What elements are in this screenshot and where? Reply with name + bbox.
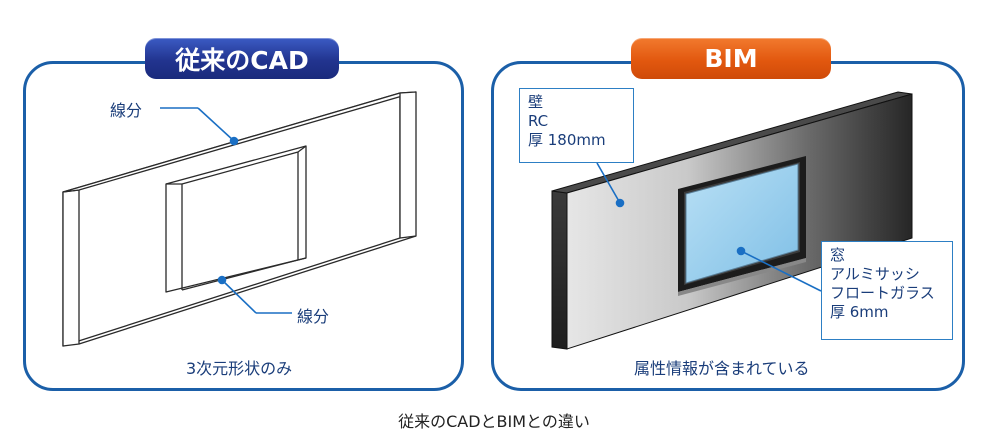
bim-leaders xyxy=(596,162,822,292)
cad-line-label-top: 線分 xyxy=(110,101,143,120)
window-attribute-callout: 窓 アルミサッシ フロートガラス 厚 6mm xyxy=(821,241,953,340)
bim-wall-marker xyxy=(615,198,625,208)
wall-label-thickness: 厚 180mm xyxy=(528,131,606,149)
window-label-type: 窓 xyxy=(830,246,846,264)
bim-window-marker xyxy=(736,246,746,256)
cad-bottom-line-marker xyxy=(217,275,227,285)
window-label-glass: フロートガラス xyxy=(830,284,935,302)
bim-caption: 属性情報が含まれている xyxy=(634,359,810,378)
cad-line-label-bottom: 線分 xyxy=(297,307,330,326)
bim-title-badge: BIM xyxy=(631,38,831,79)
bim-wall-solid xyxy=(551,91,913,350)
wall-label-type: 壁 xyxy=(528,93,544,111)
window-label-thickness: 厚 6mm xyxy=(830,303,889,321)
bim-window-glass xyxy=(685,163,799,284)
cad-caption: 3次元形状のみ xyxy=(186,359,293,378)
cad-leaders xyxy=(160,107,292,314)
cad-top-line-marker xyxy=(229,136,239,146)
cad-wall-wireframe xyxy=(62,91,417,347)
window-label-frame: アルミサッシ xyxy=(830,265,920,283)
cad-title-badge: 従来のCAD xyxy=(145,38,339,79)
figure-caption: 従来のCADとBIMとの違い xyxy=(398,412,590,431)
wall-label-material: RC xyxy=(528,112,549,130)
wall-attribute-callout: 壁 RC 厚 180mm xyxy=(519,88,634,163)
